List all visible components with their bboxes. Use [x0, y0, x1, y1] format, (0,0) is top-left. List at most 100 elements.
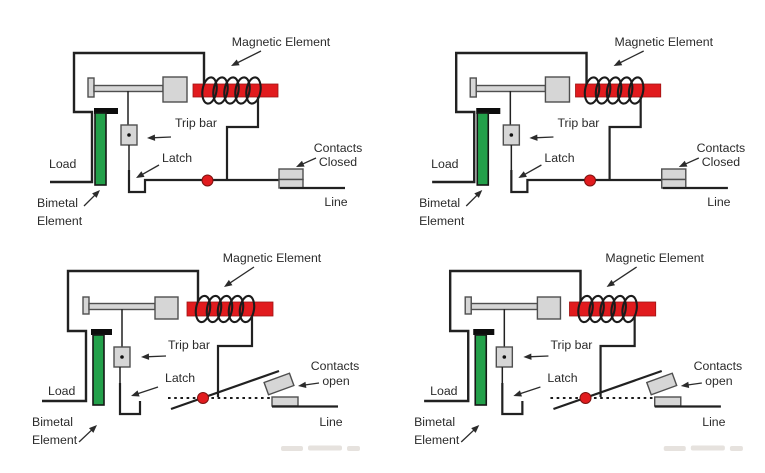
- plunger-rod: [93, 84, 164, 93]
- magnetic-coil-loop: [605, 76, 623, 105]
- magnetic-coil-loop: [621, 294, 638, 324]
- label-arrow: [617, 50, 644, 65]
- label-magnetic-element: Magnetic Element: [223, 251, 322, 265]
- label-latch: Latch: [165, 371, 195, 385]
- latch-hook-and-lever: [510, 170, 662, 194]
- magnetic-coil-loop: [594, 76, 612, 105]
- label-arrow: [135, 386, 159, 396]
- pivot-dot: [197, 392, 209, 404]
- label-magnetic-element: Magnetic Element: [232, 35, 331, 49]
- label-arrowhead: [88, 425, 97, 433]
- label-bimetal-l1: Bimetal: [32, 415, 73, 429]
- label-bimetal-l1: Bimetal: [37, 196, 78, 210]
- label-arrowhead: [513, 390, 522, 397]
- label-arrowhead: [141, 353, 150, 360]
- pivot-dot: [579, 392, 592, 404]
- plunger-armature-block: [544, 76, 571, 103]
- magnetic-coil-loop: [194, 294, 212, 324]
- bimetal-cap: [94, 108, 118, 114]
- trip-bar-dot: [502, 355, 507, 359]
- label-arrow: [460, 427, 477, 443]
- plunger-handle: [464, 296, 472, 315]
- magnetic-coil-loop: [216, 294, 234, 324]
- magnetic-coil-loop: [610, 294, 627, 324]
- label-bimetal-l1: Bimetal: [414, 415, 455, 429]
- label-bimetal-l1: Bimetal: [419, 196, 460, 210]
- trip-bar-dot: [509, 133, 514, 137]
- magnetic-coil-loop: [245, 76, 262, 105]
- label-arrow: [235, 50, 262, 65]
- label-arrowhead: [606, 279, 616, 287]
- watermark-artifact: [690, 445, 725, 451]
- bimetal-cap: [473, 329, 495, 335]
- label-arrow: [534, 136, 554, 139]
- plunger-rod: [475, 84, 547, 93]
- label-arrowhead: [613, 59, 623, 66]
- plunger-rod: [470, 302, 539, 311]
- label-bimetal-l2: Element: [419, 214, 465, 228]
- label-load: Load: [48, 384, 76, 398]
- label-arrow: [528, 355, 549, 358]
- label-load: Load: [430, 384, 458, 398]
- label-contacts-l2: Closed: [702, 155, 740, 169]
- label-bimetal-l2: Element: [414, 433, 460, 447]
- label-arrowhead: [471, 425, 480, 433]
- label-trip-bar: Trip bar: [557, 116, 599, 130]
- magnetic-coil-loop: [627, 76, 645, 105]
- magnetic-coil-loop: [238, 294, 256, 324]
- label-arrow: [145, 355, 167, 358]
- magnetic-coil-loop: [223, 76, 240, 105]
- magnetic-coil-loop: [616, 76, 634, 105]
- label-arrowhead: [147, 134, 156, 141]
- enclosure-and-load-wire: [432, 51, 588, 184]
- label-line: Line: [319, 415, 342, 429]
- plunger-armature-block: [536, 296, 562, 320]
- label-arrowhead: [131, 390, 140, 397]
- label-bimetal-l2: Element: [32, 433, 78, 447]
- label-arrow: [522, 164, 542, 177]
- label-arrowhead: [136, 171, 145, 178]
- latch-hook: [118, 383, 142, 416]
- bimetal-bar: [92, 334, 105, 406]
- label-load: Load: [431, 157, 459, 171]
- enclosure-and-load-wire: [424, 269, 582, 403]
- label-line: Line: [707, 195, 730, 209]
- moving-contact-block: [645, 372, 678, 396]
- label-arrowhead: [298, 381, 307, 389]
- label-arrowhead: [224, 279, 233, 287]
- moving-contact-block: [263, 372, 295, 396]
- magnetic-coil-loop: [583, 76, 601, 105]
- label-trip-bar: Trip bar: [168, 338, 210, 352]
- label-magnetic-element: Magnetic Element: [614, 35, 713, 49]
- bimetal-cap: [476, 108, 501, 114]
- magnetic-coil-loop: [227, 294, 245, 324]
- fixed-contact-block: [271, 396, 299, 407]
- bimetal-bar: [474, 334, 488, 406]
- magnetic-coil-loop: [205, 294, 223, 324]
- label-latch: Latch: [547, 371, 577, 385]
- label-arrowhead: [529, 134, 538, 141]
- magnetic-coil-loop: [577, 294, 594, 324]
- label-arrowhead: [92, 190, 100, 198]
- plunger-armature-block: [154, 296, 179, 320]
- trip-bar-dot: [120, 355, 124, 359]
- watermark-artifact: [347, 446, 360, 451]
- enclosure-and-load-wire: [42, 269, 200, 403]
- plunger-rod: [88, 302, 156, 311]
- coil-to-contact-wire: [608, 97, 642, 181]
- label-contacts-l2: open: [705, 374, 733, 388]
- label-arrow: [140, 164, 160, 177]
- bimetal-bar: [476, 112, 490, 186]
- enclosure-and-load-wire: [50, 51, 206, 184]
- label-line: Line: [702, 415, 725, 429]
- label-arrowhead: [680, 381, 690, 389]
- label-arrow: [517, 386, 541, 396]
- watermark-artifact: [308, 445, 342, 451]
- magnetic-coil-loop: [201, 76, 218, 105]
